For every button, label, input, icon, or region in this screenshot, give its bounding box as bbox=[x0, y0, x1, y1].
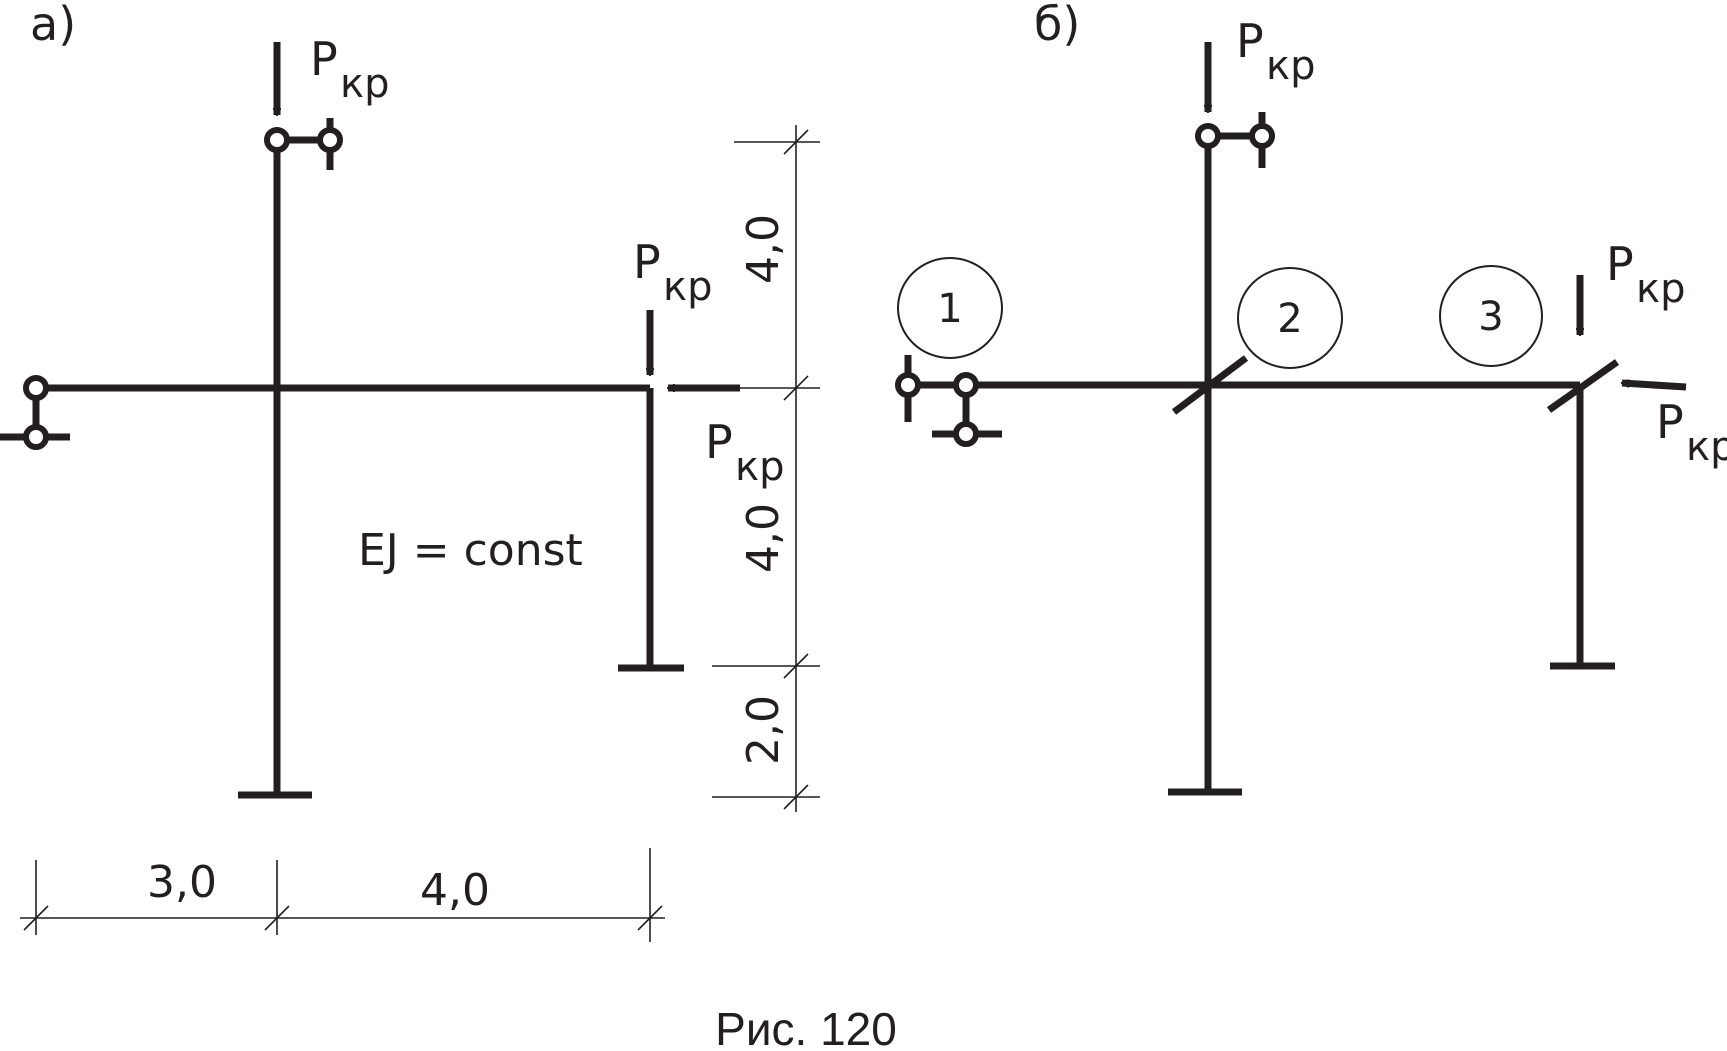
svg-text:кр: кр bbox=[1266, 43, 1316, 89]
svg-text:P: P bbox=[633, 235, 661, 289]
svg-text:кр: кр bbox=[340, 61, 390, 107]
svg-text:P: P bbox=[1606, 237, 1634, 291]
panel-a-top-load-label: P кр bbox=[310, 32, 390, 107]
figure-caption: Рис. 120 bbox=[715, 1003, 897, 1051]
panel-b-node-3: 3 bbox=[1439, 265, 1543, 367]
panel-a-dim-v2: 4,0 bbox=[738, 503, 789, 573]
panel-b-node3-link bbox=[1546, 359, 1620, 413]
svg-text:P: P bbox=[1236, 14, 1264, 68]
svg-text:P: P bbox=[310, 32, 338, 86]
panel-a-label: а) bbox=[30, 0, 76, 51]
panel-b-node-2: 2 bbox=[1237, 267, 1343, 369]
panel-a-right-vertical-load-label: P кр bbox=[633, 235, 713, 310]
panel-a-dim-h1: 3,0 bbox=[147, 857, 217, 908]
panel-b-top-roller-support bbox=[1195, 112, 1275, 168]
svg-text:3: 3 bbox=[1478, 294, 1503, 340]
panel-a-horizontal-load-label: P кр bbox=[705, 415, 785, 490]
panel-a-left-roller-support bbox=[0, 375, 70, 450]
panel-b-node-1: 1 bbox=[897, 257, 1003, 359]
svg-text:кр: кр bbox=[663, 264, 713, 310]
svg-text:P: P bbox=[705, 415, 733, 469]
panel-a-dim-v1: 4,0 bbox=[738, 214, 789, 284]
svg-text:кр: кр bbox=[1686, 424, 1727, 470]
panel-b-node2-link bbox=[1171, 355, 1249, 415]
panel-a-dim-h2: 4,0 bbox=[420, 865, 490, 916]
panel-b-label: б) bbox=[1034, 0, 1080, 51]
panel-a-stiffness-note: EJ = const bbox=[358, 525, 583, 576]
svg-text:кр: кр bbox=[735, 444, 785, 490]
svg-text:2: 2 bbox=[1277, 296, 1302, 342]
panel-b: б) 1 bbox=[895, 0, 1727, 796]
svg-text:1: 1 bbox=[937, 286, 962, 332]
panel-a-top-roller-support bbox=[264, 118, 343, 170]
panel-a: а) P кр P bbox=[0, 0, 820, 942]
panel-a-dim-v3: 2,0 bbox=[738, 695, 789, 765]
panel-b-right-vertical-load-label: P кр bbox=[1606, 237, 1686, 312]
panel-b-left-supports bbox=[895, 355, 1002, 447]
svg-text:кр: кр bbox=[1636, 266, 1686, 312]
svg-text:P: P bbox=[1656, 395, 1684, 449]
panel-b-top-load-label: P кр bbox=[1236, 14, 1316, 89]
panel-b-horizontal-load-label: P кр bbox=[1656, 395, 1727, 470]
panel-b-horizontal-load-arrow bbox=[1622, 383, 1687, 391]
panel-a-horizontal-dimension bbox=[20, 848, 665, 942]
panel-a-vertical-dimension bbox=[712, 125, 820, 812]
